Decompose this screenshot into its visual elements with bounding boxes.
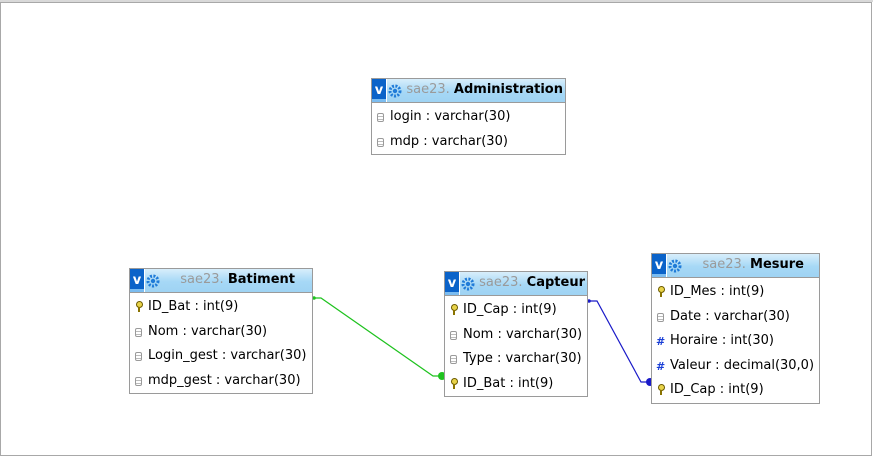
- table-administration[interactable]: v sae23. Administration login : varchar(…: [371, 78, 566, 155]
- column-label: Type : varchar(30): [463, 351, 582, 366]
- table-header[interactable]: v sae23. Capteur: [445, 272, 587, 296]
- key-icon: [450, 304, 458, 315]
- table-header[interactable]: v sae23. Administration: [372, 79, 565, 103]
- column-row[interactable]: login : varchar(30): [372, 106, 565, 131]
- column-icon: [135, 327, 142, 337]
- table-title: sae23. Batiment: [180, 272, 295, 287]
- column-label: Horaire : int(30): [670, 333, 774, 348]
- column-row[interactable]: ID_Mes : int(9): [652, 281, 819, 306]
- column-label: Date : varchar(30): [670, 308, 790, 324]
- table-capteur[interactable]: v sae23. Capteur ID_Cap : int(9) Nom : va…: [444, 271, 588, 397]
- toggle-columns-button[interactable]: v: [445, 272, 460, 295]
- table-title: sae23. Mesure: [702, 257, 804, 272]
- toggle-columns-button[interactable]: v: [130, 269, 145, 292]
- schema-prefix: sae23.: [406, 82, 450, 97]
- gear-icon[interactable]: [461, 277, 475, 291]
- column-icon: [450, 355, 457, 364]
- key-icon: [657, 384, 665, 395]
- column-row[interactable]: Date : varchar(30): [652, 306, 819, 331]
- column-icon: [377, 137, 384, 147]
- schema-prefix: sae23.: [702, 257, 746, 272]
- table-header[interactable]: v sae23. Mesure: [652, 254, 819, 278]
- column-list: login : varchar(30) mdp : varchar(30): [372, 103, 565, 155]
- column-row[interactable]: mdp : varchar(30): [372, 131, 565, 156]
- gear-icon[interactable]: [146, 274, 160, 288]
- column-label: ID_Mes : int(9): [670, 284, 765, 299]
- column-label: ID_Bat : int(9): [463, 375, 554, 391]
- numeric-icon: #: [656, 359, 666, 373]
- key-icon: [135, 301, 143, 312]
- column-label: login : varchar(30): [390, 109, 511, 124]
- column-row[interactable]: Type : varchar(30): [445, 348, 587, 373]
- column-row[interactable]: Nom : varchar(30): [130, 321, 312, 346]
- column-icon: [377, 113, 384, 122]
- column-label: Nom : varchar(30): [148, 323, 268, 339]
- column-label: ID_Cap : int(9): [670, 382, 764, 397]
- column-label: ID_Cap : int(9): [463, 302, 557, 317]
- column-list: ID_Bat : int(9) Nom : varchar(30) Login_ge…: [130, 293, 312, 394]
- column-row[interactable]: # Horaire : int(30): [652, 330, 819, 355]
- table-title: sae23. Capteur: [479, 275, 585, 290]
- table-title: sae23. Administration: [406, 82, 563, 97]
- key-icon: [657, 286, 665, 297]
- table-name: Mesure: [750, 257, 804, 272]
- column-list: ID_Cap : int(9) Nom : varchar(30) Type : v…: [445, 296, 587, 397]
- column-label: Valeur : decimal(30,0): [670, 357, 815, 373]
- table-batiment[interactable]: v sae23. Batiment ID_Bat : int(9) Nom : v…: [129, 268, 313, 394]
- column-label: mdp_gest : varchar(30): [148, 372, 301, 388]
- key-icon: [450, 377, 458, 389]
- window-top-band: [0, 0, 873, 2]
- column-row[interactable]: Login_gest : varchar(30): [130, 345, 312, 370]
- table-name: Administration: [453, 82, 563, 97]
- gear-icon[interactable]: [388, 84, 402, 98]
- column-icon: [657, 312, 664, 322]
- table-name: Batiment: [227, 272, 295, 287]
- column-row[interactable]: ID_Cap : int(9): [445, 299, 587, 324]
- column-row[interactable]: # Valeur : decimal(30,0): [652, 355, 819, 380]
- column-row[interactable]: ID_Bat : int(9): [130, 296, 312, 321]
- table-mesure[interactable]: v sae23. Mesure ID_Mes : int(9) Date : va…: [651, 253, 820, 404]
- column-label: Login_gest : varchar(30): [148, 348, 307, 363]
- toggle-columns-button[interactable]: v: [652, 254, 667, 277]
- table-name: Capteur: [526, 275, 585, 290]
- column-list: ID_Mes : int(9) Date : varchar(30) # Horair…: [652, 278, 819, 404]
- column-icon: [450, 330, 457, 340]
- column-row[interactable]: ID_Cap : int(9): [652, 379, 819, 404]
- toggle-columns-button[interactable]: v: [372, 79, 387, 102]
- schema-prefix: sae23.: [479, 275, 523, 290]
- column-icon: [135, 376, 142, 386]
- table-header[interactable]: v sae23. Batiment: [130, 269, 312, 293]
- column-row[interactable]: ID_Bat : int(9): [445, 373, 587, 398]
- column-row[interactable]: Nom : varchar(30): [445, 324, 587, 349]
- schema-prefix: sae23.: [180, 272, 224, 287]
- column-label: Nom : varchar(30): [463, 326, 583, 342]
- column-label: ID_Bat : int(9): [148, 299, 239, 314]
- column-label: mdp : varchar(30): [390, 133, 508, 149]
- column-row[interactable]: mdp_gest : varchar(30): [130, 370, 312, 395]
- gear-icon[interactable]: [668, 259, 682, 273]
- column-icon: [135, 352, 142, 361]
- numeric-icon: #: [656, 335, 666, 348]
